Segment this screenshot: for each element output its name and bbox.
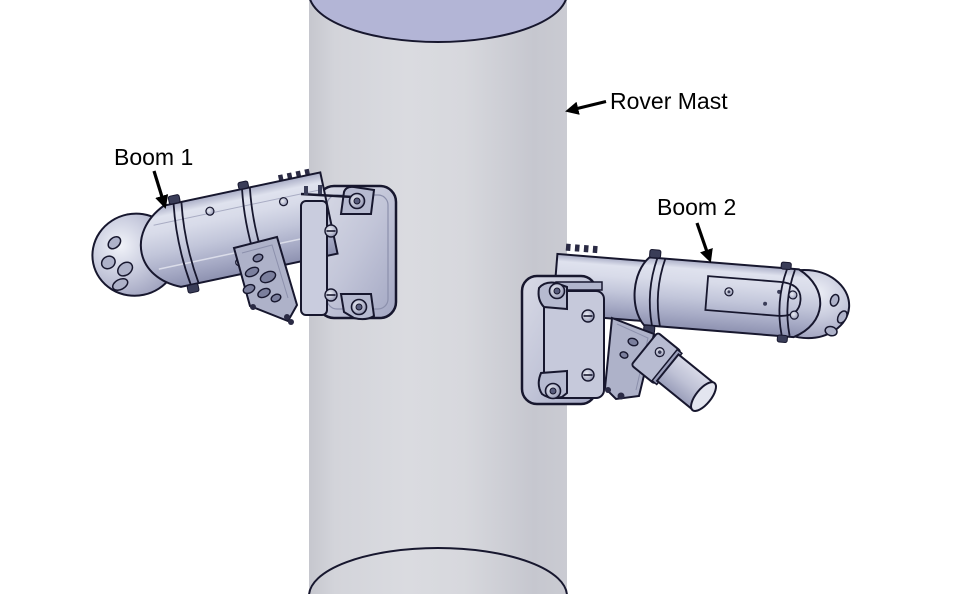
boom-2-clamp-ring (778, 269, 796, 336)
screw (581, 368, 595, 382)
dome-port-hole (824, 325, 838, 337)
boom-2-leader-arrow (695, 222, 713, 263)
annotations: Rover Mast Boom 1 Boom 2 (114, 88, 736, 263)
boom-1-rod (300, 192, 354, 199)
boom-2-panel (704, 275, 802, 317)
dome-port-hole (829, 293, 840, 307)
dome-port-hole (100, 255, 116, 270)
screw (348, 192, 366, 210)
screw (350, 298, 368, 316)
screw (548, 282, 566, 300)
boom-2-gusset (603, 316, 656, 401)
rover-mast-label: Rover Mast (610, 88, 728, 114)
boom-1-side-plate (300, 200, 328, 316)
boom-1-label: Boom 1 (114, 144, 193, 170)
dome-port-hole (107, 236, 122, 250)
boom-2-label: Boom 2 (657, 194, 736, 220)
dome-port-hole (111, 277, 129, 291)
boom-1-assembly (91, 168, 398, 325)
boom-2-clamp-ring (648, 257, 667, 327)
boom-1-gusset (232, 235, 299, 325)
boom-2-mount-bracket (520, 274, 605, 406)
angled-cylinder-end-face (690, 381, 717, 412)
dome-port-hole (117, 261, 134, 277)
dome-port-hole (836, 310, 848, 324)
mast-bottom-rim (308, 547, 568, 594)
boom-2-angled-cylinder (631, 332, 717, 412)
boom-1-leader-arrow (152, 170, 169, 209)
boom-1-tube (91, 168, 339, 297)
boom-2-tube (551, 243, 851, 343)
boom-1-clamp-ring (172, 201, 200, 286)
screw (324, 224, 338, 238)
screw (324, 288, 338, 302)
rover-mast-leader-arrow (565, 99, 607, 115)
mast-top-face (309, 0, 567, 43)
boom-2-sleeve (633, 256, 822, 339)
screw (581, 309, 595, 323)
screw (544, 382, 562, 400)
boom-2-assembly (520, 243, 851, 412)
